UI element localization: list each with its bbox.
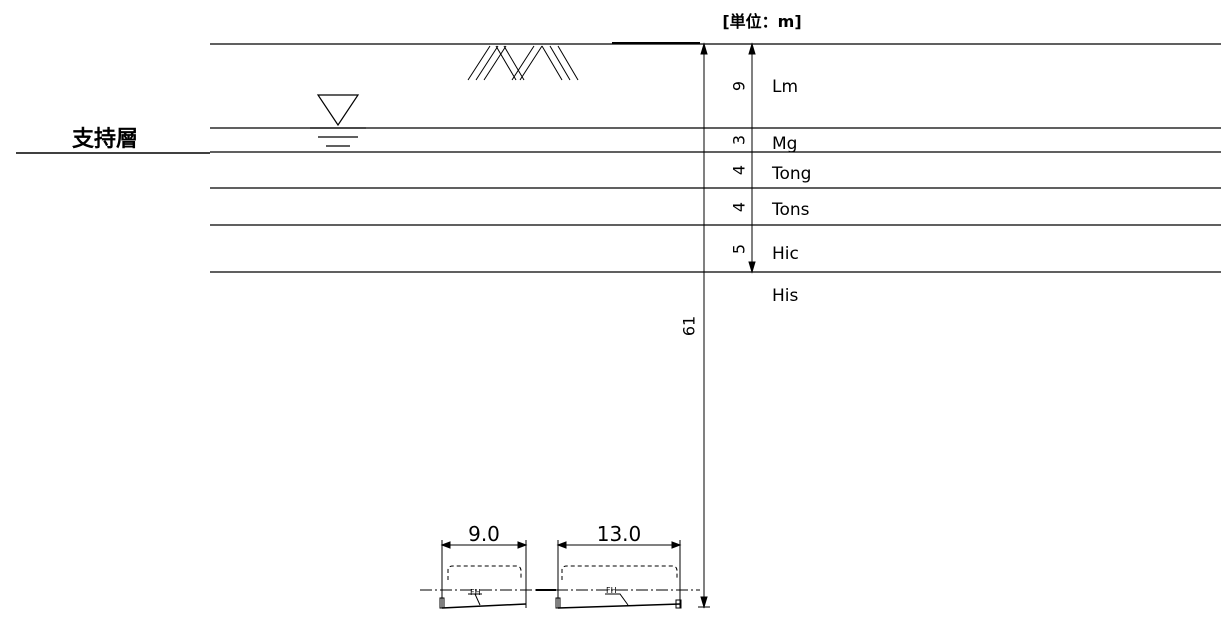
section-left <box>420 540 536 609</box>
section-right-width-label: 13.0 <box>597 522 642 546</box>
thickness-label-lm: 9 <box>730 81 749 91</box>
ground-hatch-symbol <box>467 45 579 81</box>
thickness-label-hic: 5 <box>730 244 749 254</box>
thickness-label-tons: 4 <box>730 202 749 212</box>
section-right-fh-label: FH <box>606 586 617 595</box>
layer-label-mg: Mg <box>772 134 797 154</box>
water-level-icon <box>310 94 366 147</box>
layer-label-tons: Tons <box>771 200 810 220</box>
dimension-ticks <box>749 127 755 226</box>
total-depth-label: 61 <box>680 316 699 336</box>
layer-label-lm: Lm <box>772 77 798 97</box>
section-left-fh-label: FH <box>470 588 481 597</box>
unit-label: [単位：m] <box>722 12 801 31</box>
bearing-layer-label: 支持層 <box>72 127 138 152</box>
thickness-label-tong: 4 <box>730 165 749 175</box>
thickness-label-mg: 3 <box>730 135 749 145</box>
layer-label-tong: Tong <box>771 164 811 184</box>
total-depth-dimension <box>698 42 710 609</box>
layer-boundaries <box>210 42 1221 273</box>
section-right <box>555 540 700 609</box>
layer-label-hic: Hic <box>772 244 799 264</box>
layer-label-his: His <box>772 286 799 306</box>
thickness-dimension <box>748 42 756 274</box>
section-left-width-label: 9.0 <box>468 522 500 546</box>
